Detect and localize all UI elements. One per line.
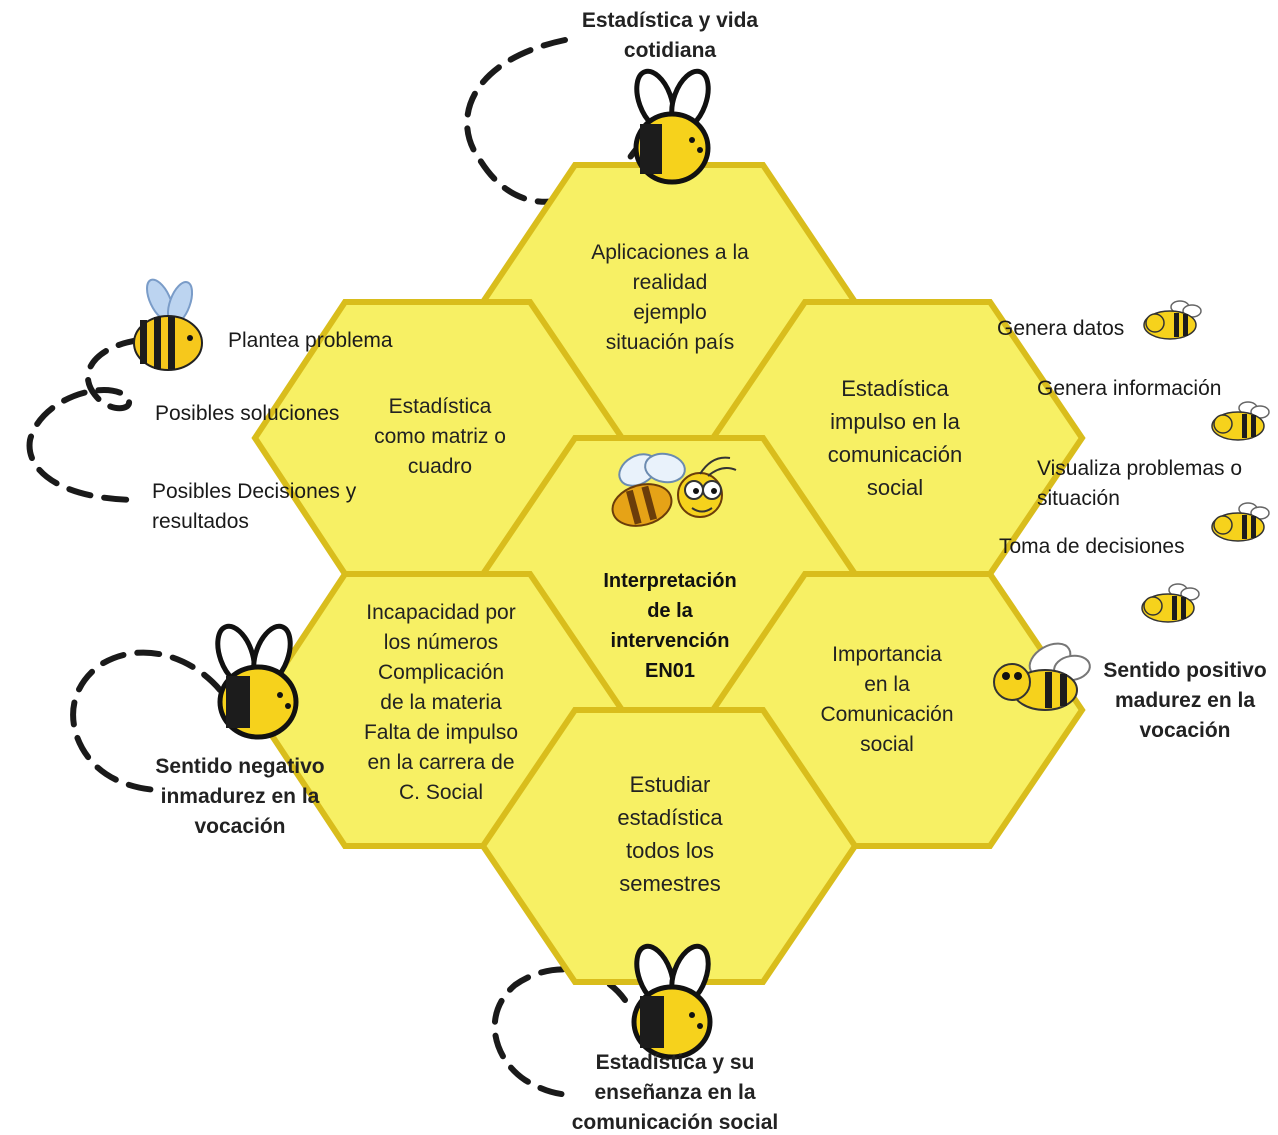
hex-upper-left-line: como matriz o [374,425,506,448]
hex-bottom-line: Estudiar [629,772,711,797]
hex-center-line: Interpretación [603,570,737,592]
bee-icon-left [215,623,299,740]
right-list-item-datos: Genera datos [997,317,1125,340]
hex-upper-right-line: Estadística [841,376,949,401]
right-list-item-informacion: Genera información [1037,377,1222,400]
hex-top-line: realidad [632,271,708,294]
hex-lower-left-line: Incapacidad por [366,601,516,624]
bee-label-left-line: vocación [194,815,286,838]
hex-upper-right-line: comunicación [827,442,963,467]
hex-upper-right-line: impulso en la [830,409,960,434]
cartoon-bee-icon-center [611,452,737,527]
hex-top-text: Aplicaciones a la realidad ejemplo situa… [560,238,780,358]
hex-center-line: EN01 [644,660,696,682]
left-list-item-decisiones-line2: resultados [152,510,249,533]
hex-lower-left-text: Incapacidad por los números Complicación… [330,598,552,808]
hex-top-line: situación país [605,331,735,354]
hexagon-grid [251,162,1086,985]
bee-label-bottom-line: enseñanza en la [594,1081,756,1104]
hex-lower-right-line: Importancia [832,643,942,666]
hex-lower-left-line: Complicación [377,661,505,684]
hex-lower-left-line: en la carrera de [367,751,515,774]
bee-label-top-line: Estadística y vida [581,9,759,32]
small-bee-icon-2 [1211,401,1270,441]
hex-lower-left-line: C. Social [398,781,484,804]
flight-path-left [70,649,223,793]
bee-label-bottom: Estadística y su enseñanza en la comunic… [545,1048,805,1135]
hex-bottom-line: todos los [625,838,715,863]
bee-icon-bottom [631,943,713,1060]
hex-upper-right-text: Estadística impulso en la comunicación s… [790,372,1000,504]
hex-top-line: Aplicaciones a la [591,241,749,264]
left-list-item-soluciones: Posibles soluciones [155,402,340,425]
small-bee-icon-1 [1143,300,1202,340]
left-list-item-plantea: Plantea problema [228,329,393,352]
hex-lower-right-line: social [860,733,914,756]
hex-upper-left-text: Estadística como matriz o cuadro [340,392,540,482]
hex-center-text: Interpretación de la intervención EN01 [560,566,780,686]
small-bee-icon-3 [1211,502,1270,542]
bee-label-top: Estadística y vida cotidiana [540,6,800,66]
hex-bottom-line: semestres [619,871,721,896]
bee-label-right-line: vocación [1139,719,1231,742]
hex-lower-left-line: de la materia [380,691,502,714]
bee-label-left: Sentido negativo inmadurez en la vocació… [140,752,340,842]
hex-bottom-text: Estudiar estadística todos los semestres [560,768,780,900]
right-list-item-decisiones: Toma de decisiones [999,535,1185,558]
hex-bottom [479,707,859,985]
bee-label-bottom-line: Estadística y su [595,1051,755,1074]
hex-lower-left-line: los números [383,631,499,654]
hex-top-line: ejemplo [633,301,707,324]
bee-label-bottom-line: comunicación social [571,1111,779,1134]
small-bee-icon-4 [1141,583,1200,623]
hex-lower-right-line: Comunicación [820,703,954,726]
bee-label-left-line: inmadurez en la [160,785,320,808]
hex-upper-right-line: social [866,475,924,500]
bee-icon-flying-left [133,278,203,371]
bee-icon-top [633,68,711,185]
hex-bottom-line: estadística [617,805,723,830]
hex-lower-left-line: Falta de impulso [363,721,519,744]
bee-icon-right [993,642,1091,711]
right-list-item-visualiza-line2: situación [1037,487,1120,510]
bee-label-right-line: Sentido positivo [1103,659,1267,682]
hex-center-line: de la [647,600,693,622]
hex-lower-right-line: en la [864,673,910,696]
hex-upper-left-line: cuadro [407,455,473,478]
bee-label-top-line: cotidiana [623,39,717,62]
hex-center-line: intervención [610,630,730,652]
hex-upper-left-line: Estadística [388,395,492,418]
flight-path-upper-left [26,337,143,503]
right-list-item-visualiza-line1: Visualiza problemas o [1037,457,1243,480]
bee-label-left-line: Sentido negativo [155,755,325,778]
bee-label-right: Sentido positivo madurez en la vocación [1090,656,1278,746]
bee-label-right-line: madurez en la [1114,689,1256,712]
hex-lower-right-text: Importancia en la Comunicación social [777,640,997,760]
left-list-item-decisiones-line1: Posibles Decisiones y [152,480,357,503]
